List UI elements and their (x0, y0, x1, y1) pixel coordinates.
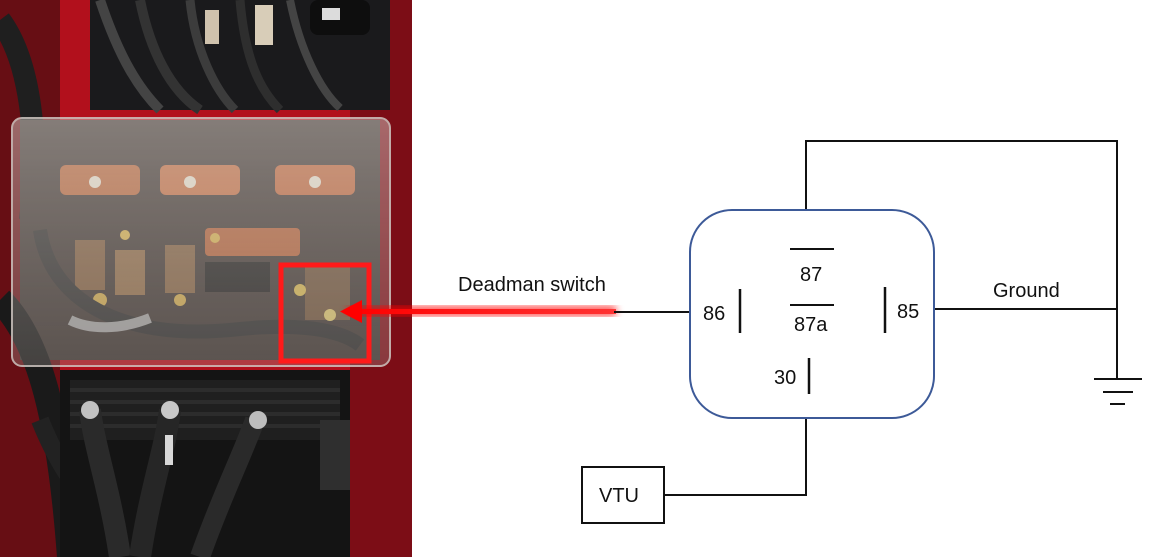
vtu-box (581, 466, 665, 524)
ground-label: Ground (993, 280, 1060, 302)
controller-unit (60, 370, 350, 557)
relay-body (689, 209, 935, 419)
pin-87-label: 87 (800, 264, 822, 286)
ground-symbol (1094, 378, 1142, 405)
panel-photo (0, 0, 412, 557)
deadman-switch-label: Deadman switch (458, 274, 606, 296)
pin-87a-label: 87a (794, 314, 828, 336)
red-arrow (340, 300, 616, 323)
pin-86-label: 86 (703, 303, 725, 325)
vtu-label: VTU (599, 485, 639, 507)
vtu-wire (664, 418, 807, 496)
pin-30-label: 30 (774, 367, 796, 389)
top-loop-wire (805, 140, 1118, 378)
pin-85-label: 85 (897, 301, 919, 323)
relay-schematic (581, 140, 1142, 524)
